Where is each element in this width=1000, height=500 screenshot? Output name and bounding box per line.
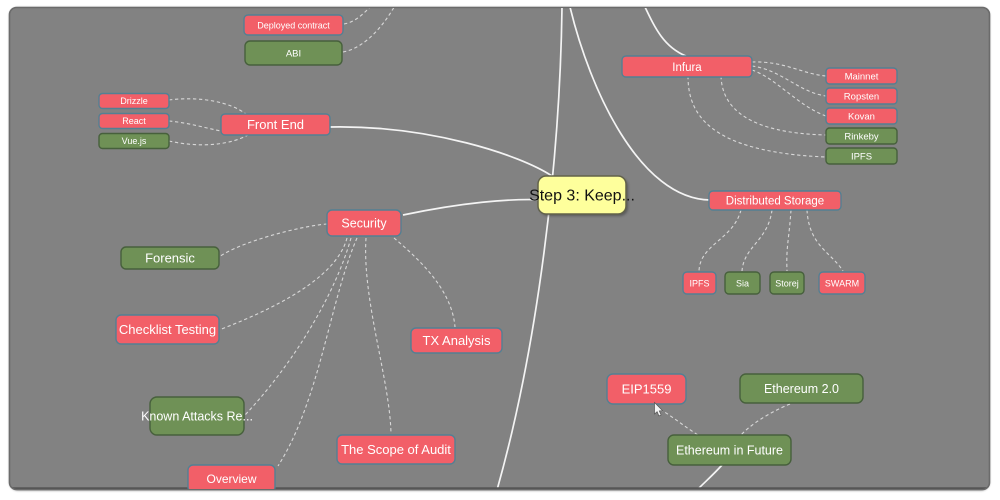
svg-text:The Scope of Audit: The Scope of Audit: [341, 442, 451, 457]
svg-text:Ethereum in Future: Ethereum in Future: [676, 444, 783, 458]
svg-text:Mainnet: Mainnet: [845, 72, 879, 83]
svg-text:Vue.js: Vue.js: [122, 136, 147, 146]
svg-text:SWARM: SWARM: [825, 279, 859, 289]
svg-text:IPFS: IPFS: [851, 152, 872, 163]
svg-text:Ropsten: Ropsten: [844, 92, 879, 103]
svg-text:Overview: Overview: [206, 472, 256, 486]
svg-text:Ethereum 2.0: Ethereum 2.0: [764, 382, 839, 396]
svg-text:Forensic: Forensic: [145, 250, 195, 265]
svg-text:Storej: Storej: [775, 279, 799, 289]
svg-text:EIP1559: EIP1559: [622, 382, 672, 397]
svg-text:React: React: [122, 116, 146, 126]
svg-text:Infura: Infura: [672, 62, 702, 74]
svg-text:Step 3: Keep...: Step 3: Keep...: [529, 188, 635, 205]
svg-text:Deployed contract: Deployed contract: [257, 21, 330, 31]
svg-text:Front End: Front End: [247, 117, 304, 132]
svg-text:Kovan: Kovan: [848, 112, 875, 123]
svg-text:Rinkeby: Rinkeby: [844, 132, 879, 143]
svg-text:Sia: Sia: [736, 279, 749, 289]
svg-text:Drizzle: Drizzle: [120, 96, 148, 106]
svg-text:Checklist Testing: Checklist Testing: [119, 322, 216, 337]
svg-text:Distributed Storage: Distributed Storage: [726, 196, 824, 208]
svg-text:TX Analysis: TX Analysis: [423, 333, 491, 348]
svg-text:ABI: ABI: [286, 49, 301, 60]
svg-text:IPFS: IPFS: [689, 279, 709, 289]
svg-text:Security: Security: [341, 217, 387, 231]
svg-text:Known Attacks Re...: Known Attacks Re...: [141, 410, 253, 424]
